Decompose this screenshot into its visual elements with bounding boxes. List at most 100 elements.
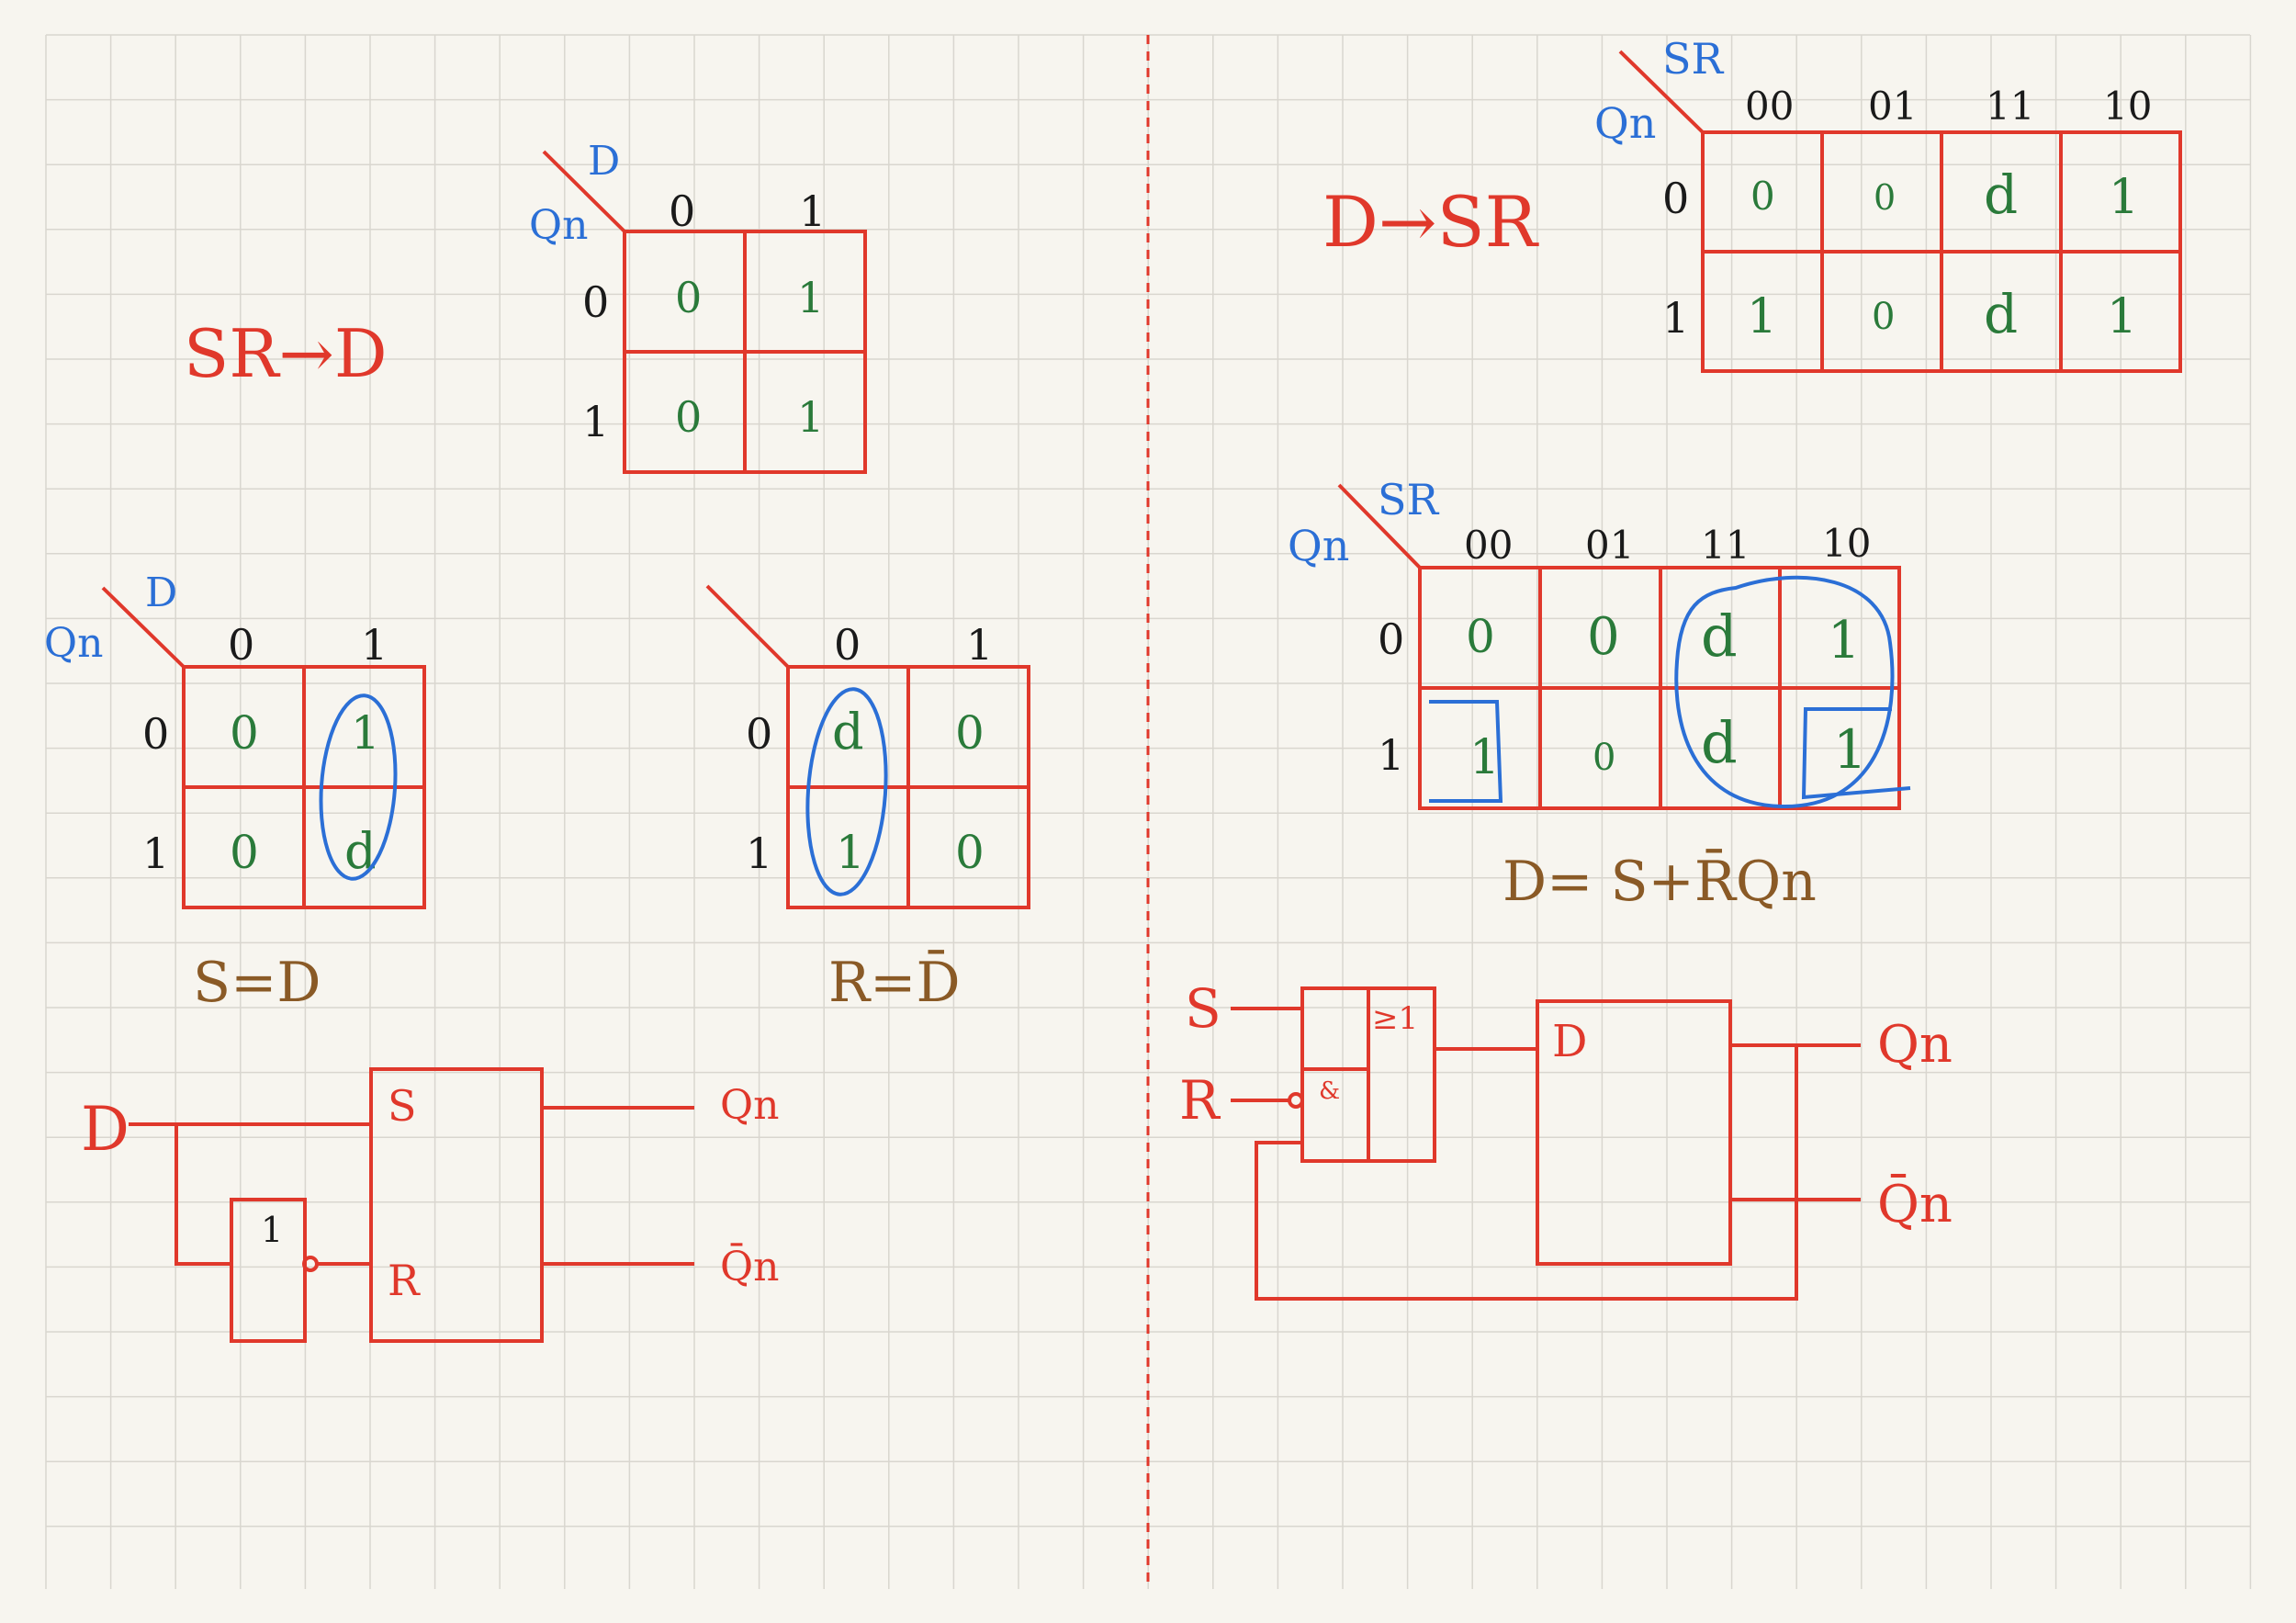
inverter-bubble — [1288, 1092, 1304, 1109]
kmap-cell: d — [1984, 283, 2018, 345]
kmap-col-var: SR — [1378, 475, 1440, 524]
or-gate-label: ≥1 — [1372, 1000, 1418, 1037]
kmap-col-label: 1 — [966, 620, 993, 670]
kmap-cell: 1 — [2109, 170, 2139, 225]
kmap-col-var: D — [588, 138, 620, 185]
kmap-cell: 1 — [797, 273, 824, 322]
kmap-row-var: Qn — [44, 620, 103, 667]
kmap-row-label: 0 — [746, 709, 772, 759]
wire — [174, 1124, 231, 1266]
not-gate — [230, 1198, 307, 1343]
kmap-cell: 0 — [675, 392, 702, 442]
kmap-row-label: 0 — [582, 277, 609, 327]
kmap-col-label: 11 — [1701, 523, 1750, 568]
kmap-d: SR Qn 00 01 11 10 0 1 0 0 d 1 1 0 d 1 — [1288, 475, 1911, 810]
kmap-diagonal — [1337, 483, 1422, 569]
ff-input-d: D — [1552, 1016, 1587, 1067]
circuit-sr-from-d: D 1 S R Qn Q̄n — [81, 1067, 779, 1343]
output-q: Qn — [720, 1082, 779, 1129]
kmap-row-label: 1 — [1378, 730, 1404, 780]
kmap-cell: d — [1701, 709, 1738, 776]
kmap-group-bracket — [1801, 707, 1911, 800]
kmap-cell: 1 — [1469, 730, 1500, 785]
kmap-cell: d — [344, 822, 377, 880]
kmap-cell: 0 — [955, 706, 985, 760]
kmap-cell: 0 — [230, 706, 259, 760]
kmap-row-label: 1 — [142, 828, 169, 878]
kmap-col-label: 1 — [799, 186, 826, 236]
equation-s: S=D — [193, 951, 321, 1015]
equation-r: R=D̄ — [828, 950, 961, 1015]
equation-d: D= S+R̄Qn — [1503, 849, 1817, 914]
kmap-sr-characteristic: SR Qn 00 01 11 10 0 1 0 0 d 1 1 0 d 1 — [1594, 34, 2182, 373]
kmap-group-loop — [805, 687, 888, 896]
kmap-group-loop — [319, 693, 398, 881]
d-flipflop — [1536, 999, 1732, 1266]
kmap-row-var: Qn — [1594, 98, 1656, 148]
kmap-col-label: 1 — [361, 620, 388, 670]
ff-input-r: R — [388, 1256, 421, 1305]
kmap-col-var: D — [145, 569, 177, 616]
not-gate-label: 1 — [261, 1210, 283, 1250]
kmap-cell: 1 — [1828, 611, 1861, 671]
grid-paper — [45, 34, 2252, 1589]
and-gate-label: & — [1319, 1077, 1340, 1105]
kmap-col-label: 00 — [1745, 84, 1794, 129]
kmap-cell: 0 — [230, 826, 259, 879]
kmap-col-label: 0 — [669, 186, 695, 236]
kmap-row-label: 0 — [1662, 174, 1689, 223]
kmap-cell: 0 — [1587, 607, 1620, 667]
kmap-row-label: 0 — [142, 709, 169, 759]
kmap-col-label: 00 — [1464, 523, 1513, 568]
kmap-cell: d — [832, 703, 864, 761]
output-qbar: Q̄n — [720, 1242, 779, 1291]
kmap-cell: 0 — [1593, 737, 1615, 779]
kmap-col-label: 10 — [1822, 521, 1871, 566]
kmap-cell: 1 — [797, 392, 824, 442]
kmap-cell: 1 — [1747, 289, 1777, 344]
kmap-cell: 1 — [2107, 289, 2137, 344]
kmap-row-label: 1 — [1662, 293, 1689, 343]
kmap-col-label: 01 — [1868, 84, 1917, 129]
kmap-cell: 1 — [351, 706, 380, 760]
kmap-diagonal — [542, 150, 626, 233]
kmap-col-label: 01 — [1585, 523, 1634, 568]
kmap-cell: 0 — [1874, 177, 1896, 218]
circuit-d-from-sr: S R & ≥1 D Qn Q̄n — [1179, 977, 1953, 1301]
kmap-diagonal — [101, 586, 186, 669]
kmap-cell: 1 — [836, 826, 865, 879]
kmap-row-label: 0 — [1378, 614, 1404, 664]
kmap-col-var: SR — [1662, 34, 1725, 84]
kmap-group-bracket — [1429, 700, 1503, 803]
feedback-wire — [1255, 1045, 1798, 1301]
kmap-d-characteristic: D Qn 0 1 0 1 0 1 0 1 — [529, 138, 867, 474]
kmap-cell: 1 — [1833, 718, 1867, 781]
kmap-group-loop — [1674, 575, 1895, 809]
kmap-diagonal — [1618, 50, 1705, 134]
kmap-cell: 0 — [955, 826, 985, 879]
output-q: Qn — [1877, 1015, 1953, 1075]
sr-flipflop — [369, 1067, 544, 1343]
output-qbar: Q̄n — [1877, 1173, 1953, 1234]
kmap-row-var: Qn — [529, 202, 588, 249]
circuit-input-s: S — [1185, 977, 1221, 1040]
right-title: D→SR — [1322, 181, 1540, 263]
circuit-input-r: R — [1179, 1069, 1221, 1132]
kmap-col-label: 0 — [228, 620, 254, 670]
kmap-r: 0 1 0 1 d 0 1 0 — [705, 584, 1030, 909]
kmap-row-label: 1 — [746, 828, 772, 878]
ff-input-s: S — [388, 1081, 417, 1131]
kmap-cell: d — [1701, 603, 1738, 670]
kmap-diagonal — [705, 584, 790, 669]
kmap-row-label: 1 — [582, 397, 609, 446]
kmap-cell: 0 — [1872, 296, 1895, 338]
left-title: SR→D — [184, 315, 388, 392]
kmap-cell: 0 — [1466, 610, 1495, 663]
kmap-col-label: 10 — [2103, 84, 2152, 129]
kmap-col-label: 0 — [834, 620, 861, 670]
kmap-s: D Qn 0 1 0 1 0 1 0 d — [44, 569, 426, 909]
kmap-row-var: Qn — [1288, 521, 1349, 570]
circuit-input-d: D — [81, 1094, 129, 1165]
kmap-col-label: 11 — [1986, 84, 2034, 129]
